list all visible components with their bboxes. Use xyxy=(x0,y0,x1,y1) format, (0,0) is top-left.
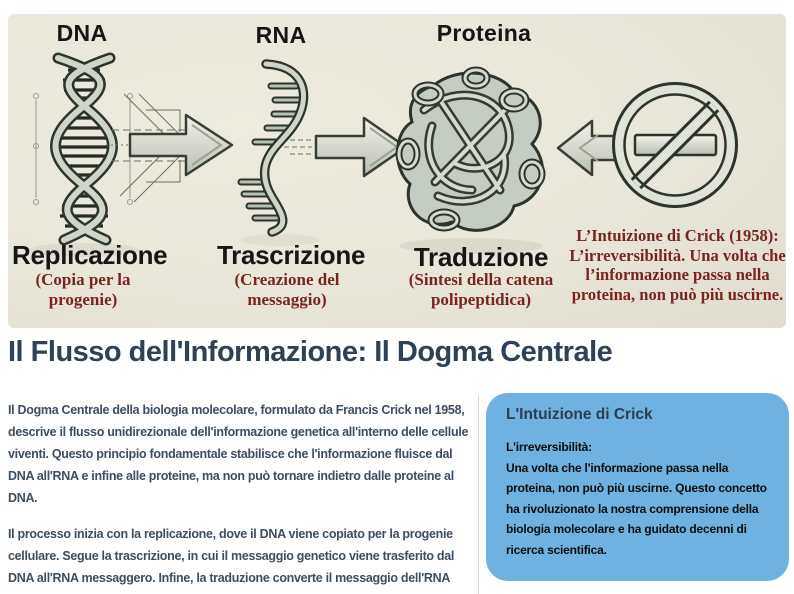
body-text-column: Il Dogma Centrale della biologia molecol… xyxy=(8,399,478,594)
figure-label-replicazione: Replicazione xyxy=(12,240,168,270)
dogma-artwork xyxy=(29,52,738,257)
callout-body-text: Una volta che l'informazione passa nella… xyxy=(506,460,767,557)
intro-paragraph: Il Dogma Centrale della biologia molecol… xyxy=(8,403,469,505)
rna-strand xyxy=(259,59,309,237)
translation-arrow xyxy=(314,116,408,178)
prohibition-symbol xyxy=(612,82,738,208)
figure-label-rna: RNA xyxy=(255,22,307,48)
callout-body: L'irreversibilità: Una volta che l'infor… xyxy=(506,437,769,560)
arrow1-sketch xyxy=(106,93,204,203)
figure-detail-trascrizione: (Creazione del messaggio) xyxy=(234,270,340,309)
callout-label: L'irreversibilità: xyxy=(506,440,592,454)
figure-detail-traduzione: (Sintesi della catena polipeptidica) xyxy=(408,270,554,309)
dna-sketch-guides xyxy=(33,93,133,205)
figure-label-trascrizione: Trascrizione xyxy=(217,240,366,270)
callout-title: L'Intuizione di Crick xyxy=(506,406,653,423)
central-dogma-figure: DNA RNA Proteina Replicazione (Copia per… xyxy=(8,14,786,328)
figure-detail-replicazione: (Copia per la progenie) xyxy=(35,270,131,309)
figure-label-traduzione: Traduzione xyxy=(413,242,549,272)
page-title: Il Flusso dell'Informazione: Il Dogma Ce… xyxy=(8,336,613,368)
figure-label-proteina: Proteina xyxy=(436,20,532,46)
dna-helix xyxy=(50,52,118,246)
figure-crick-note: L’Intuizione di Crick (1958): L’irrevers… xyxy=(569,226,786,304)
rna-teeth xyxy=(237,82,304,222)
transcription-arrow xyxy=(128,113,234,177)
figure-label-dna: DNA xyxy=(56,20,108,46)
process-paragraph: Il processo inizia con la replicazione, … xyxy=(8,527,455,594)
crick-callout: L'Intuizione di Crick L'irreversibilità:… xyxy=(486,393,789,581)
protein-blob xyxy=(395,66,546,232)
column-divider xyxy=(478,395,479,594)
